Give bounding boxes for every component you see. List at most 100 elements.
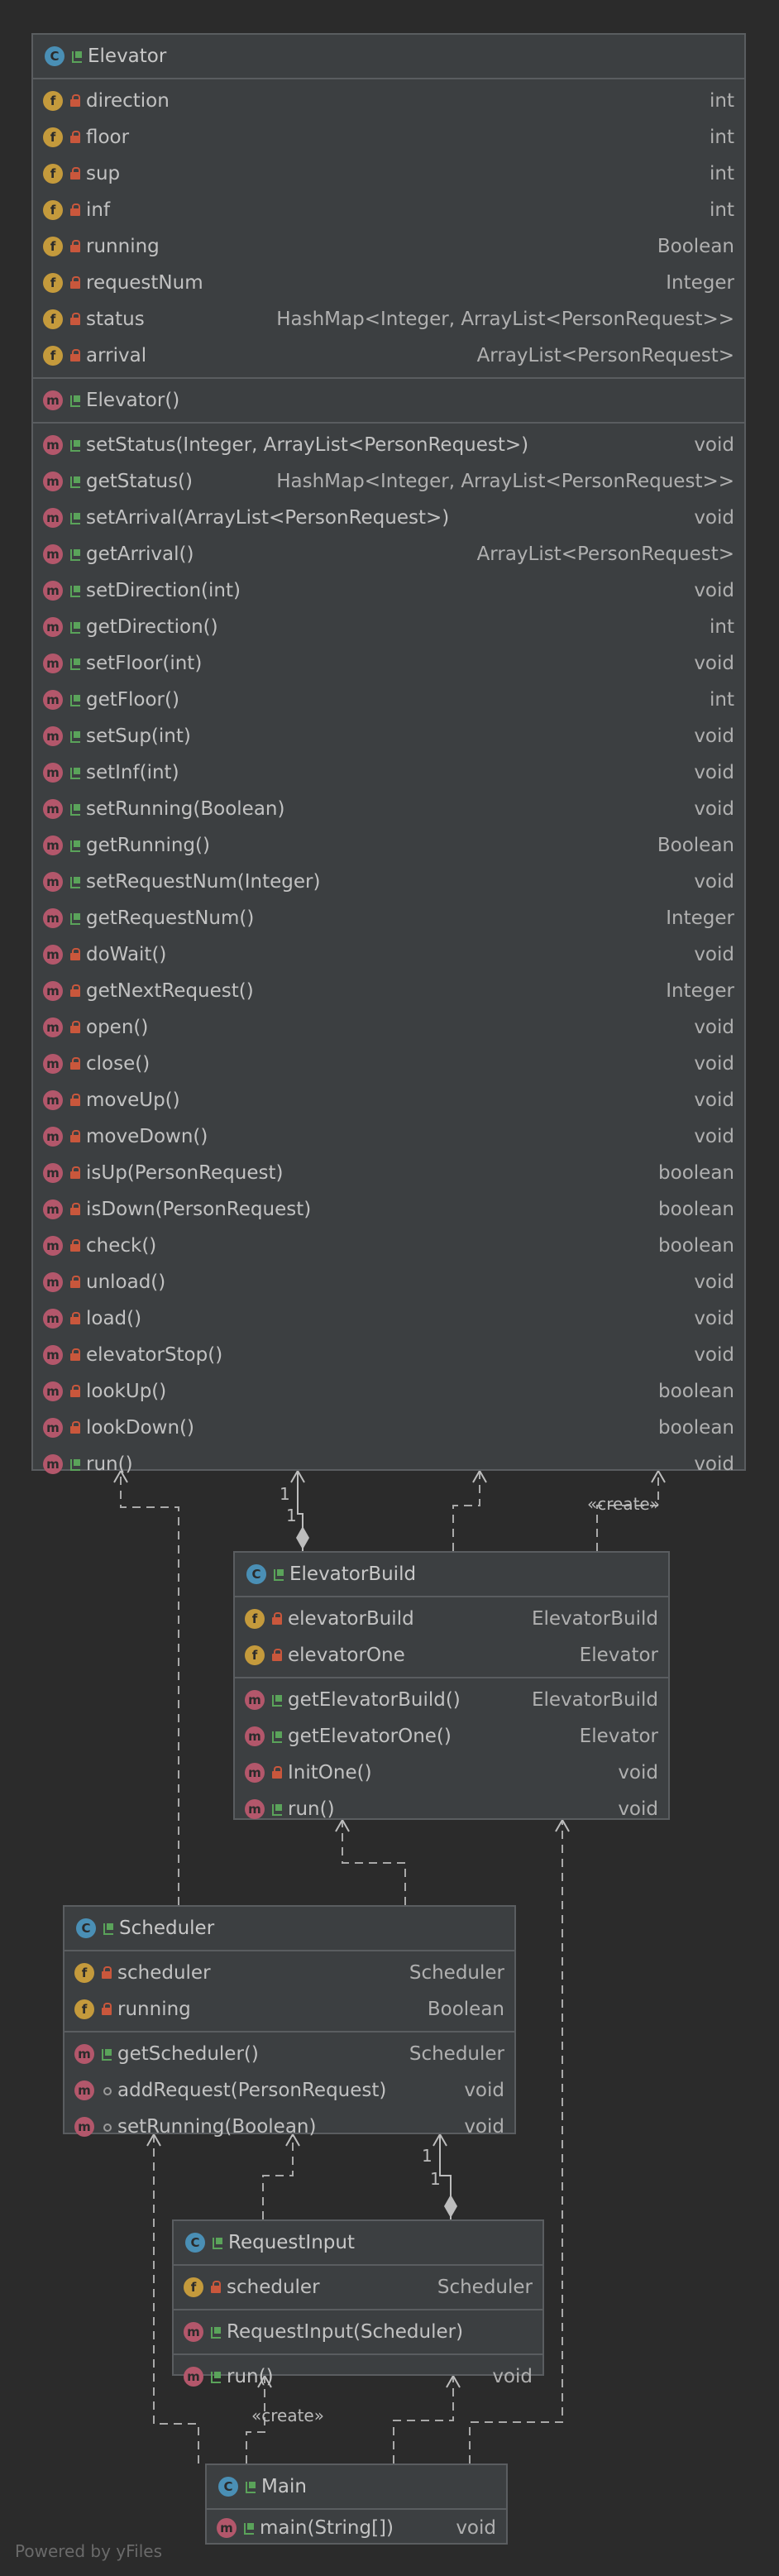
method-icon: m — [217, 2518, 237, 2538]
return-type: ArrayList<PersonRequest> — [476, 543, 734, 565]
method-name: setInf(int) — [86, 762, 179, 783]
field-type: int — [710, 163, 734, 184]
constructors-section: m Elevator() — [33, 379, 744, 424]
field-type: int — [710, 199, 734, 221]
class-header[interactable]: C Main — [207, 2465, 506, 2510]
private-lock-icon — [69, 1276, 81, 1289]
field-type: int — [710, 127, 734, 148]
package-visibility-icon — [101, 2120, 112, 2133]
return-type: boolean — [658, 1417, 734, 1439]
return-type: void — [694, 580, 734, 601]
return-type: void — [694, 798, 734, 820]
method-icon: m — [43, 472, 63, 491]
field-icon: f — [43, 237, 63, 256]
field-row[interactable]: f floor int — [33, 119, 744, 156]
private-lock-icon — [69, 1130, 81, 1143]
return-type: void — [464, 2080, 504, 2101]
multiplicity-label: 1 — [430, 2169, 441, 2189]
class-header[interactable]: C Scheduler — [65, 1907, 514, 1951]
class-header[interactable]: C Elevator — [33, 35, 744, 79]
method-name: setFloor(int) — [86, 653, 203, 674]
method-icon: m — [43, 617, 63, 637]
constructor-row[interactable]: m Elevator() — [33, 382, 744, 419]
private-lock-icon — [69, 313, 81, 326]
private-lock-icon — [69, 1385, 81, 1398]
method-name: isUp(PersonRequest) — [86, 1162, 284, 1184]
private-lock-icon — [271, 1649, 283, 1662]
class-header[interactable]: C RequestInput — [174, 2221, 542, 2266]
method-icon: m — [245, 1763, 265, 1783]
constructors-section: m RequestInput(Scheduler) — [174, 2310, 542, 2355]
method-icon: m — [184, 2367, 203, 2387]
method-name: moveDown() — [86, 1126, 208, 1147]
field-icon: f — [43, 127, 63, 147]
class-header[interactable]: C ElevatorBuild — [235, 1553, 668, 1597]
field-name: floor — [86, 127, 130, 148]
return-type: Integer — [666, 907, 734, 929]
method-icon: m — [43, 544, 63, 564]
method-name: isDown(PersonRequest) — [86, 1199, 312, 1220]
private-lock-icon — [69, 276, 81, 290]
constructor-row[interactable]: m RequestInput(Scheduler) — [174, 2314, 542, 2350]
field-icon: f — [245, 1609, 265, 1629]
public-visibility-icon — [103, 1922, 114, 1935]
